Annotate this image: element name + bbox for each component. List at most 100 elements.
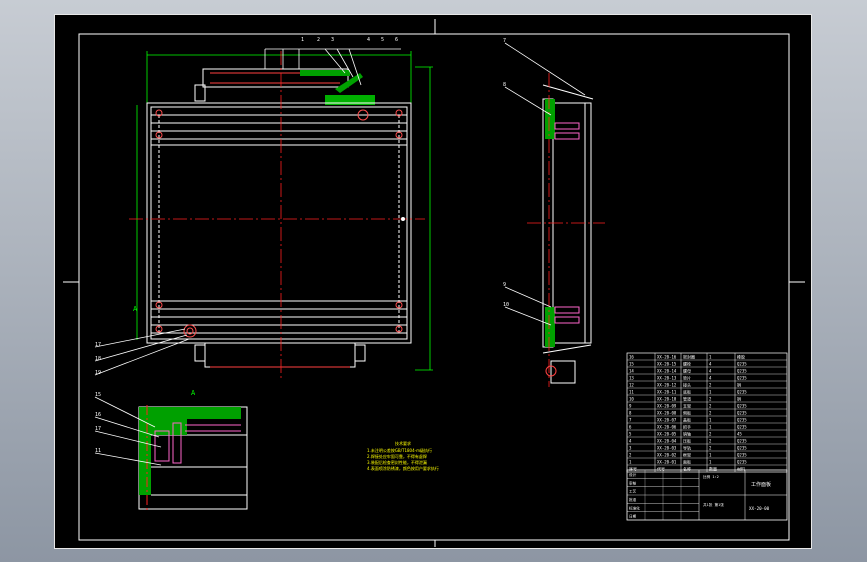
callout-8: 8 (503, 82, 506, 88)
detail-label: A (191, 389, 196, 397)
tech-notes-title: 技术要求 (395, 440, 411, 446)
bom-cell: 1 (709, 460, 712, 465)
bom-header-cell: 名称 (683, 466, 691, 472)
bom-cell: 2 (709, 397, 712, 402)
side-bottom-hatch (545, 307, 555, 347)
bom-header-cell: 序号 (629, 466, 637, 472)
title-block-label: 批准 (629, 497, 637, 502)
bom-cell: 2 (709, 432, 712, 437)
bom-cell: 2 (709, 446, 712, 451)
bom-cell: 密封圈 (683, 354, 695, 360)
bom-cell: 1 (709, 418, 712, 423)
drawing-number: XX-20-00 (749, 506, 770, 511)
view-mark: A (133, 305, 138, 313)
bom-cell: 支架 (683, 403, 691, 409)
drawing-canvas[interactable]: 1 2 3 4 5 6 7 8 9 10 17 18 19 15 16 17 1… (55, 15, 813, 550)
bom-cell: 侧板 (683, 410, 691, 416)
sheet-label: 共1张 第1张 (703, 502, 724, 507)
inner-border (78, 33, 790, 541)
detail-view-a (94, 48, 401, 513)
bom-cell: Q235 (737, 425, 747, 430)
bom-cell: 1 (709, 390, 712, 395)
bom-header: 序号代号名称数量材料 (629, 466, 745, 472)
bom-cell: 螺母 (683, 368, 691, 374)
bom-cell: Q235 (737, 411, 747, 416)
bottom-pipe (194, 342, 366, 368)
bom-cell: 9 (629, 404, 632, 409)
bom-cell: 2 (709, 383, 712, 388)
callouts: 1 2 3 4 5 6 7 8 9 10 17 18 19 15 16 17 1… (95, 37, 509, 454)
bom-header-cell: 数量 (709, 466, 717, 472)
callout-3: 3 (331, 37, 334, 43)
bom-cell: 面板 (683, 459, 691, 465)
bom-cell: 螺栓 (683, 361, 691, 367)
bom-cell: 铜 (737, 396, 741, 402)
front-view (129, 51, 433, 380)
bom-cell: 5 (629, 432, 632, 437)
bom-cell: 管道 (683, 396, 691, 402)
bom-cell: 45 (737, 432, 742, 437)
detail-callout-16: 16 (95, 412, 101, 418)
bom-cell: 8 (629, 411, 632, 416)
bom-cell: XX-20-14 (657, 369, 677, 374)
bom-cell: XX-20-07 (657, 418, 677, 423)
bom-cell: 压板 (683, 438, 691, 444)
title-block-label: 工艺 (629, 489, 637, 494)
bom-cell: XX-20-08 (657, 411, 677, 416)
title-block-label: 审核 (629, 480, 637, 485)
bom-cell: XX-20-10 (657, 397, 677, 402)
front-leaders (94, 328, 190, 376)
technical-notes: 技术要求 1.未注明公差按GB/T1804-m级执行 2.焊接处应牢固可靠，不得… (367, 440, 439, 471)
callout-2: 2 (317, 37, 320, 43)
bom-cell: 11 (629, 390, 634, 395)
bom-cell: 销轴 (683, 431, 691, 437)
scale-label: 比例 1:2 (703, 474, 719, 479)
detail-callout-15: 15 (95, 392, 101, 398)
title-block-label: 标准化 (629, 505, 640, 510)
bom-cell: 2 (629, 453, 632, 458)
title-block-label: 设计 (629, 472, 637, 477)
bom-cell: 接头 (683, 382, 691, 388)
bom-cell: 1 (709, 425, 712, 430)
bom-cell: XX-20-05 (657, 432, 677, 437)
detail-leaders (94, 396, 162, 466)
bom-cell: Q235 (737, 404, 747, 409)
top-connector-hatch (335, 73, 363, 93)
bom-cell: 1 (709, 453, 712, 458)
bom-cell: XX-20-15 (657, 362, 677, 367)
tech-note-3: 3.装配后检查密封性能，不得泄漏 (367, 459, 427, 465)
bom-cell: Q235 (737, 376, 747, 381)
callout-5: 5 (381, 37, 384, 43)
cad-drawing-viewport[interactable]: 1 2 3 4 5 6 7 8 9 10 17 18 19 15 16 17 1… (54, 14, 812, 549)
bom-cell: 框架 (683, 452, 691, 458)
bom-cell: Q235 (737, 460, 747, 465)
bom-cell: 底板 (683, 389, 691, 395)
bom-row: 5 XX-20-05 销轴 2 45 (629, 431, 742, 437)
bom-cell: 15 (629, 362, 634, 367)
bom-cell: XX-20-11 (657, 390, 677, 395)
callout-4: 4 (367, 37, 370, 43)
detail-callout-11: 11 (95, 448, 101, 454)
side-fittings (554, 122, 580, 324)
bom-cell: 4 (709, 362, 712, 367)
bom-cell: XX-20-13 (657, 376, 677, 381)
side-view (504, 42, 605, 387)
bom-cell: 1 (629, 460, 632, 465)
sheet-frame (63, 19, 805, 547)
bom-cell: 盖板 (683, 417, 691, 423)
bom-cell: 16 (629, 355, 634, 360)
bom-header-cell: 材料 (737, 466, 745, 472)
bom-cell: XX-20-01 (657, 460, 677, 465)
detail-callout-17: 17 (95, 426, 101, 432)
